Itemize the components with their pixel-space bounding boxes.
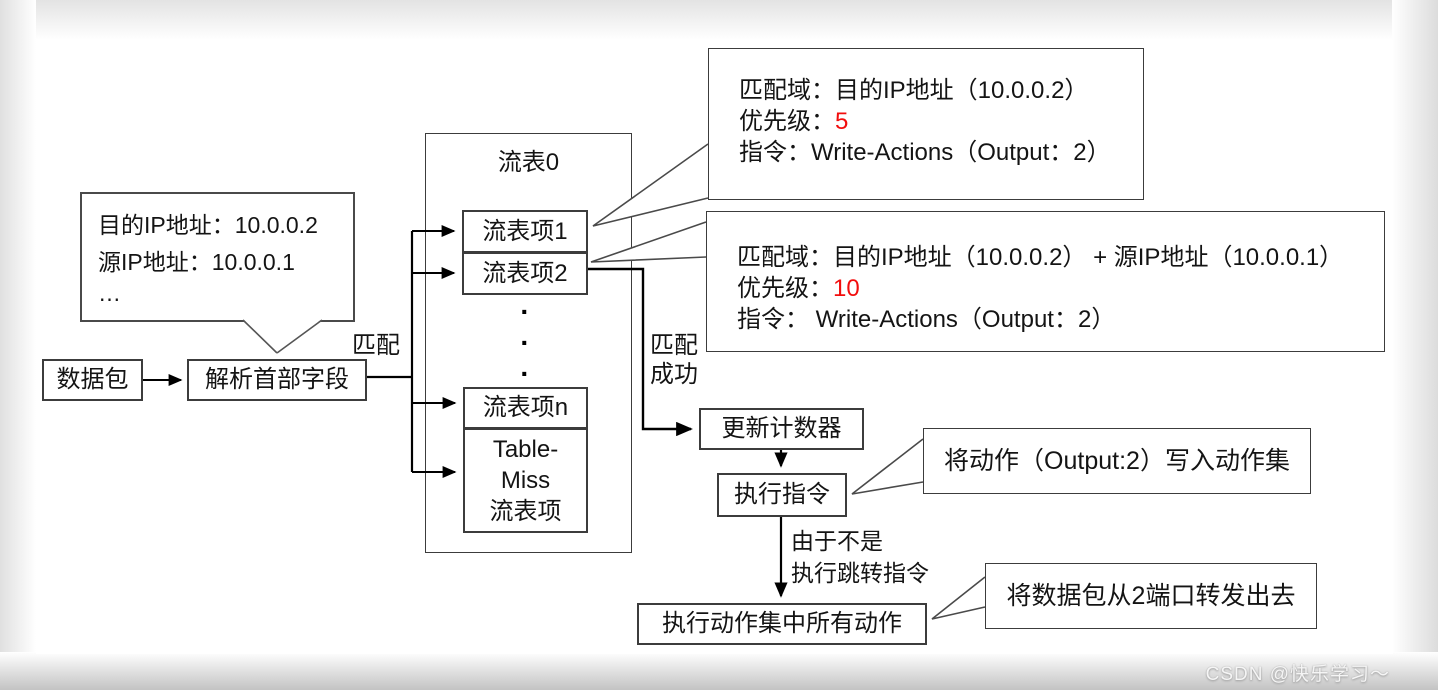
- jump-note-line-1: 由于不是: [791, 528, 883, 554]
- match-success-line-1: 匹配: [650, 332, 698, 359]
- flow-entry-1: 流表项1: [462, 210, 588, 253]
- execute-actions-box: 执行动作集中所有动作: [637, 603, 927, 645]
- update-counter-box: 更新计数器: [699, 408, 864, 450]
- flow-entry-n-label: 流表项n: [482, 394, 569, 421]
- table-miss-line-2: Miss: [500, 467, 551, 494]
- execute-instruction-label: 执行指令: [734, 481, 830, 508]
- callout1-priority-line: 优先级：5: [739, 106, 1133, 137]
- flow-entry-1-label: 流表项1: [482, 217, 568, 245]
- callout-entry2-detail: 匹配域：目的IP地址（10.0.0.2） + 源IP地址（10.0.0.1） 优…: [706, 211, 1385, 352]
- bubble-line-src-ip: 源IP地址：10.0.0.1: [98, 249, 295, 275]
- callout2-priority-line: 优先级：10: [737, 273, 1376, 304]
- callout2-match-line: 匹配域：目的IP地址（10.0.0.2） + 源IP地址（10.0.0.1）: [737, 244, 1344, 271]
- flow-entry-2: 流表项2: [462, 252, 588, 295]
- ellipsis-dot: ·: [520, 327, 530, 358]
- callout1-priority-value: 5: [835, 108, 849, 135]
- table-miss-entry: Table- Miss 流表项: [463, 428, 588, 533]
- execute-actions-label: 执行动作集中所有动作: [662, 610, 902, 637]
- bubble-packet-fields: 目的IP地址：10.0.0.2 源IP地址：10.0.0.1 …: [80, 192, 355, 322]
- frame-right: [1392, 0, 1438, 690]
- match-success-label: 匹配 成功: [650, 331, 698, 389]
- parse-header-box: 解析首部字段: [187, 359, 367, 401]
- parse-header-label: 解析首部字段: [205, 366, 349, 393]
- callout-forward-packet-label: 将数据包从2端口转发出去: [1006, 581, 1296, 610]
- table-miss-line-3: 流表项: [489, 498, 562, 525]
- match-label: 匹配: [352, 332, 400, 359]
- ellipsis-dot: ·: [520, 358, 530, 389]
- frame-left: [0, 0, 36, 690]
- table-miss-line-1: Table-: [492, 436, 559, 463]
- update-counter-label: 更新计数器: [721, 415, 842, 442]
- callout1-match-line: 匹配域：目的IP地址（10.0.0.2）: [739, 77, 1089, 104]
- execute-instruction-box: 执行指令: [717, 473, 847, 517]
- callout-entry1-detail: 匹配域：目的IP地址（10.0.0.2） 优先级：5 指令：Write-Acti…: [708, 48, 1144, 200]
- callout-write-action: 将动作（Output:2）写入动作集: [923, 428, 1311, 494]
- bubble-line-dest-ip: 目的IP地址：10.0.0.2: [98, 212, 318, 238]
- callout2-priority-label: 优先级：: [737, 275, 833, 302]
- callout2-priority-value: 10: [833, 275, 860, 302]
- bubble-line-ellipsis: …: [98, 280, 121, 306]
- flow-table-title: 流表0: [497, 149, 560, 176]
- watermark: CSDN @快乐学习～: [1205, 664, 1390, 685]
- packet-box: 数据包: [42, 359, 143, 401]
- callout2-instruction-line: 指令： Write-Actions（Output：2）: [737, 306, 1116, 333]
- match-success-line-2: 成功: [650, 361, 698, 388]
- callout1-priority-label: 优先级：: [739, 108, 835, 135]
- callout1-instruction-line: 指令：Write-Actions（Output：2）: [739, 139, 1111, 166]
- jump-note-line-2: 执行跳转指令: [791, 560, 929, 586]
- flow-entries-ellipsis: · · ·: [462, 296, 588, 389]
- callout-forward-packet: 将数据包从2端口转发出去: [985, 563, 1317, 629]
- flow-entry-n: 流表项n: [463, 387, 588, 429]
- callout-write-action-label: 将动作（Output:2）写入动作集: [944, 446, 1290, 475]
- frame-top: [0, 0, 1438, 40]
- ellipsis-dot: ·: [520, 296, 530, 327]
- jump-note-label: 由于不是 执行跳转指令: [791, 525, 929, 589]
- flow-entry-2-label: 流表项2: [482, 259, 568, 287]
- frame-bottom: [0, 652, 1438, 690]
- packet-label: 数据包: [56, 366, 129, 393]
